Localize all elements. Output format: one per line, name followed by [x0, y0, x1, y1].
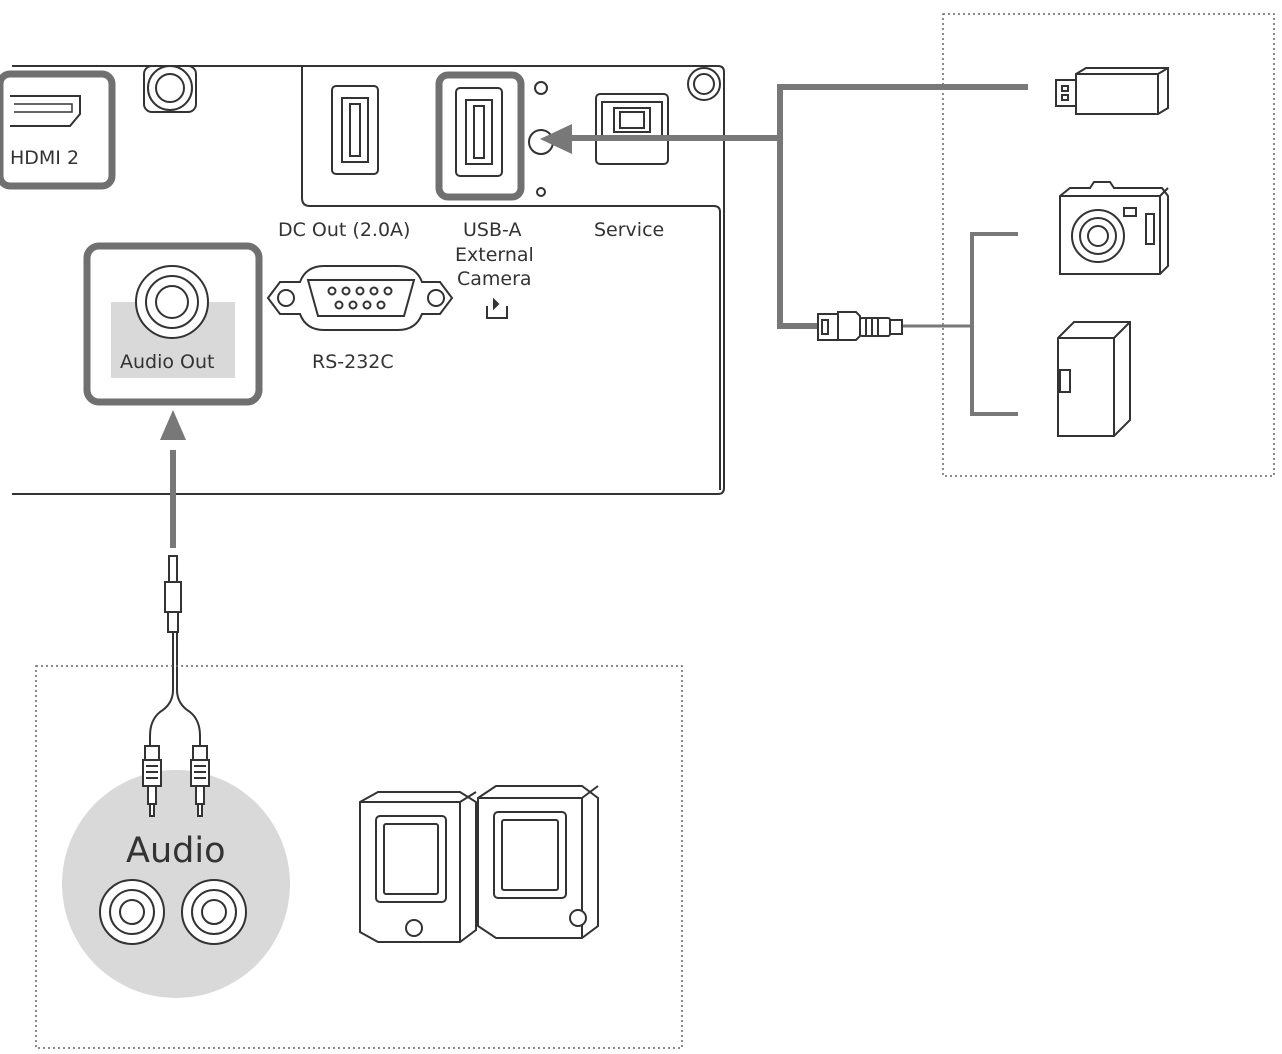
screw-icon: [687, 67, 721, 101]
rca-plug-icon: [142, 745, 162, 817]
stereo-mini-plug-cable-icon: [149, 555, 201, 746]
audio-device-area: [62, 770, 290, 998]
usb-flash-drive-icon: [1055, 67, 1169, 115]
screw-icon: [143, 65, 197, 113]
rca-jack-icon: [181, 879, 247, 945]
arrow-to-audio-out-icon: [160, 410, 186, 440]
audio-device-box: [35, 665, 683, 1049]
audio-out-port: [83, 242, 263, 406]
rca-jack-icon: [99, 879, 165, 945]
usb-a-camera-label: Camera: [457, 268, 532, 290]
audio-out-label: Audio Out: [120, 351, 215, 373]
hdmi2-label: HDMI 2: [10, 147, 79, 169]
speaker-icon: [359, 791, 477, 943]
usb-a-external-label: External: [455, 244, 534, 266]
usb-connection-lines: [568, 84, 1028, 329]
service-label: Service: [594, 219, 664, 241]
hdmi2-port: [0, 70, 116, 190]
rs232c-label: RS-232C: [312, 351, 394, 373]
speaker-icon: [477, 785, 599, 939]
usb-devices-box: [942, 13, 1275, 477]
usb-a-label: USB-A: [463, 219, 521, 241]
panel-inner-outline: [301, 66, 721, 490]
service-port-icon: [595, 93, 669, 165]
audio-label: Audio: [126, 831, 225, 871]
usb-device-branch-lines: [970, 232, 1018, 416]
usb-a-port: [435, 71, 525, 201]
rca-plug-icon: [190, 745, 210, 817]
arrow-to-usb-icon: [540, 124, 572, 154]
camera-port-icon: [486, 297, 508, 319]
usb-cable-plug-icon: [817, 311, 903, 341]
audio-cable: [160, 410, 186, 548]
panel-outline: [12, 65, 725, 495]
usb-port-icon: [331, 85, 379, 175]
dc-out-label: DC Out (2.0A): [278, 219, 410, 241]
projector-panel: [12, 65, 725, 495]
digital-camera-icon: [1059, 181, 1169, 275]
external-hard-drive-icon: [1057, 321, 1131, 437]
serial-port-icon: [266, 265, 454, 331]
